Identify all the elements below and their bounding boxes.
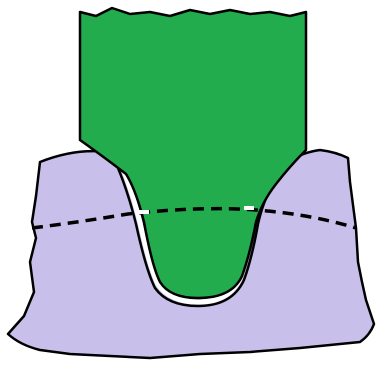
notch-right	[244, 206, 254, 210]
notch-left	[139, 210, 149, 214]
